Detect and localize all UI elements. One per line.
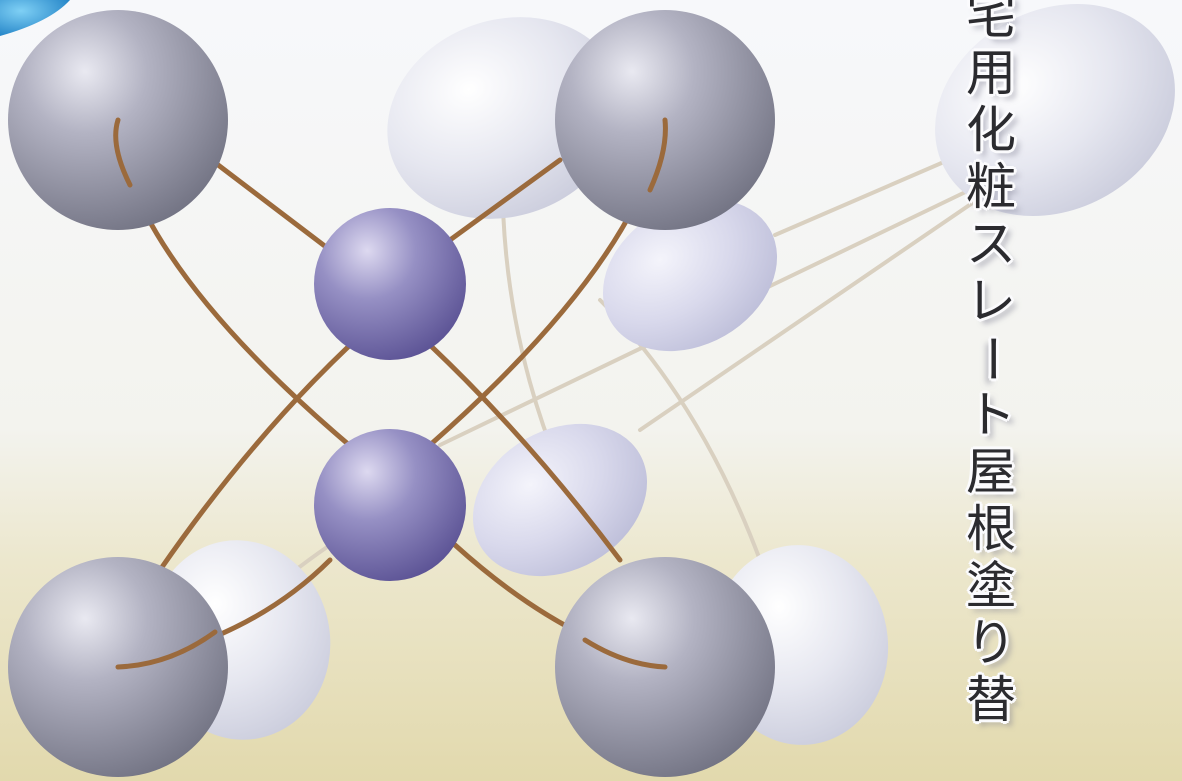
molecule-illustration — [0, 0, 1182, 781]
